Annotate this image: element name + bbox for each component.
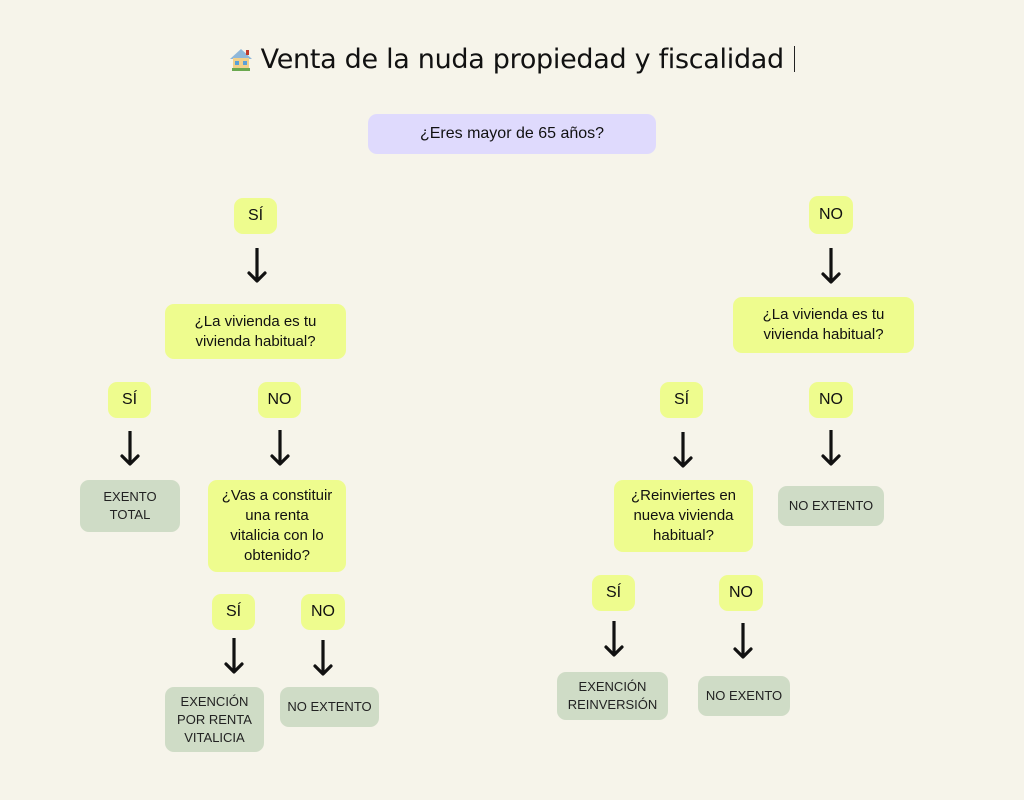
down-arrow-icon xyxy=(821,430,841,466)
renta-yes: SÍ xyxy=(212,594,255,630)
result-exento-total: EXENTO TOTAL xyxy=(80,480,180,532)
right-habitual-question: ¿La vivienda es tu vivienda habitual? xyxy=(733,297,914,353)
result-no-exento: NO EXENTO xyxy=(698,676,790,716)
down-arrow-icon xyxy=(313,640,333,676)
house-icon xyxy=(229,49,252,71)
reinversion-question: ¿Reinviertes en nueva vivienda habitual? xyxy=(614,480,753,552)
down-arrow-icon xyxy=(224,638,244,674)
right-answer-no: NO xyxy=(809,196,853,234)
right-habitual-no: NO xyxy=(809,382,853,418)
result-no-extento-right: NO EXTENTO xyxy=(778,486,884,526)
title-text: Venta de la nuda propiedad y fiscalidad xyxy=(260,44,785,75)
left-habitual-yes: SÍ xyxy=(108,382,151,418)
left-habitual-question: ¿La vivienda es tu vivienda habitual? xyxy=(165,304,346,359)
reinversion-yes: SÍ xyxy=(592,575,635,611)
left-answer-yes: SÍ xyxy=(234,198,277,234)
down-arrow-icon xyxy=(673,432,693,468)
root-question: ¿Eres mayor de 65 años? xyxy=(368,114,656,154)
result-exencion-reinversion: EXENCIÓN REINVERSIÓN xyxy=(557,672,668,720)
page-title: Venta de la nuda propiedad y fiscalidad xyxy=(0,44,1024,75)
renta-no: NO xyxy=(301,594,345,630)
renta-vitalicia-question: ¿Vas a constituir una renta vitalicia co… xyxy=(208,480,346,572)
down-arrow-icon xyxy=(733,623,753,659)
down-arrow-icon xyxy=(604,621,624,657)
down-arrow-icon xyxy=(247,248,267,283)
text-cursor xyxy=(793,46,796,72)
result-exencion-renta: EXENCIÓN POR RENTA VITALICIA xyxy=(165,687,264,752)
down-arrow-icon xyxy=(821,248,841,284)
down-arrow-icon xyxy=(270,430,290,466)
right-habitual-yes: SÍ xyxy=(660,382,703,418)
reinversion-no: NO xyxy=(719,575,763,611)
down-arrow-icon xyxy=(120,431,140,466)
left-habitual-no: NO xyxy=(258,382,301,418)
result-no-extento-left: NO EXTENTO xyxy=(280,687,379,727)
